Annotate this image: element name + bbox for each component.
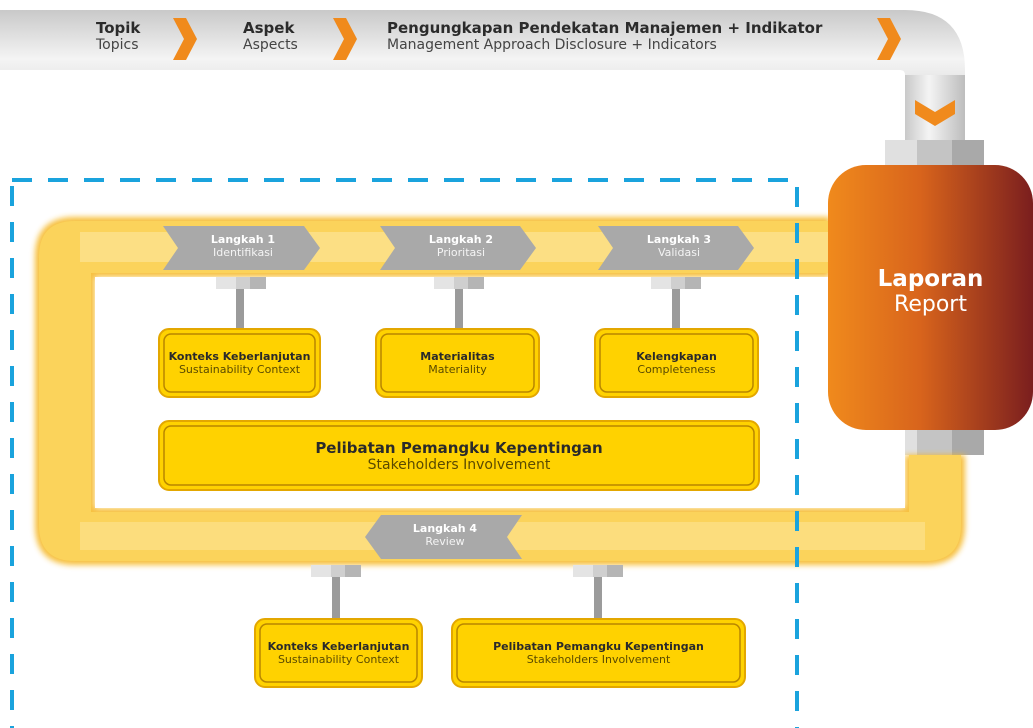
principle-1-title: Konteks Keberlanjutan — [168, 350, 311, 363]
top-chevrons — [173, 18, 955, 126]
aspect-title: Aspek — [243, 19, 295, 37]
disclosure-subtitle: Management Approach Disclosure + Indicat… — [387, 37, 717, 54]
review-1-title: Konteks Keberlanjutan — [267, 640, 410, 653]
stakeholder-subtitle: Stakeholders Involvement — [367, 456, 551, 473]
connectors-upper — [216, 277, 701, 329]
step-2-subtitle: Prioritasi — [436, 245, 486, 259]
step-1-title: Langkah 1 — [210, 233, 276, 246]
review-1-subtitle: Sustainability Context — [277, 653, 400, 666]
stakeholder-title: Pelibatan Pemangku Kepentingan — [315, 438, 603, 457]
step-4-title: Langkah 4 — [412, 522, 478, 535]
step-arrow-2 — [380, 226, 536, 270]
report-subtitle: Report — [894, 292, 967, 317]
topic-label: Topik Topics — [96, 19, 141, 54]
review-2-title: Pelibatan Pemangku Kepentingan — [493, 640, 704, 653]
connectors-lower — [311, 565, 623, 620]
step-3-title: Langkah 3 — [646, 233, 712, 246]
step-arrow-3 — [598, 226, 754, 270]
step-2-title: Langkah 2 — [428, 233, 494, 246]
report-label: Laporan Report — [828, 266, 1033, 317]
principle-1-subtitle: Sustainability Context — [178, 363, 301, 376]
step-arrow-4 — [365, 515, 522, 559]
step-1-label: Langkah 1 Identifikasi — [178, 233, 308, 259]
disclosure-title: Pengungkapan Pendekatan Manajemen + Indi… — [387, 19, 823, 37]
step-1-subtitle: Identifikasi — [213, 245, 273, 259]
topic-subtitle: Topics — [96, 37, 139, 54]
step-3-subtitle: Validasi — [657, 245, 701, 259]
principle-materiality: Materialitas Materiality — [376, 329, 539, 397]
principle-3-title: Kelengkapan — [636, 350, 717, 363]
report-capsule — [828, 165, 1033, 430]
principle-sustainability-context: Konteks Keberlanjutan Sustainability Con… — [159, 329, 320, 397]
aspect-label: Aspek Aspects — [243, 19, 298, 54]
review-sustainability-context: Konteks Keberlanjutan Sustainability Con… — [255, 619, 422, 687]
step-2-label: Langkah 2 Prioritasi — [396, 233, 526, 259]
report-title: Laporan — [877, 266, 984, 292]
principle-2-subtitle: Materiality — [428, 363, 487, 376]
aspect-subtitle: Aspects — [243, 37, 298, 54]
step-3-label: Langkah 3 Validasi — [614, 233, 744, 259]
topic-title: Topik — [96, 19, 141, 37]
report-top-connector — [885, 140, 984, 165]
principle-completeness: Kelengkapan Completeness — [595, 329, 758, 397]
principle-3-subtitle: Completeness — [637, 363, 716, 376]
step-4-subtitle: Review — [425, 534, 465, 548]
step-arrows — [163, 226, 754, 559]
review-2-subtitle: Stakeholders Involvement — [526, 653, 671, 666]
step-arrow-1 — [163, 226, 320, 270]
yellow-boxes — [158, 328, 760, 688]
step-4-label: Langkah 4 Review — [380, 522, 510, 548]
review-stakeholder-involvement: Pelibatan Pemangku Kepentingan Stakehold… — [452, 619, 745, 687]
principle-2-title: Materialitas — [420, 350, 495, 363]
disclosure-label: Pengungkapan Pendekatan Manajemen + Indi… — [387, 19, 823, 54]
stakeholder-involvement-box: Pelibatan Pemangku Kepentingan Stakehold… — [159, 421, 759, 490]
